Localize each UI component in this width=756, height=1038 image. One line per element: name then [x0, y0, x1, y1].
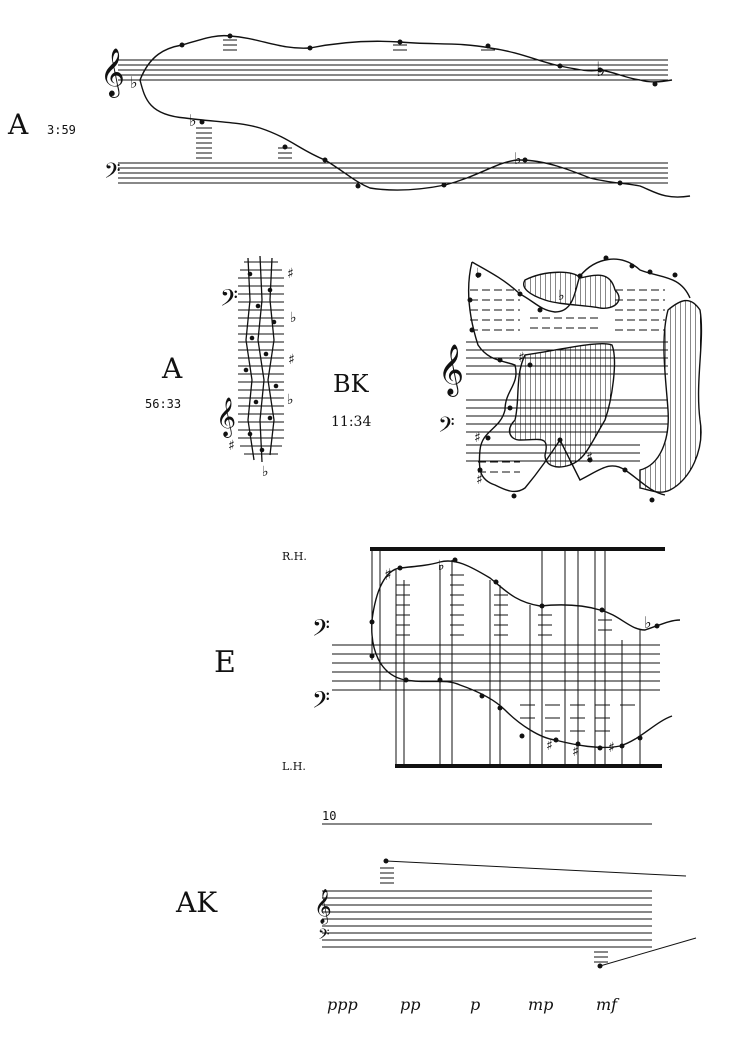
- melodic-line-lower: [139, 79, 691, 198]
- flat-icon: ♭: [438, 558, 445, 574]
- sharp-icon: ♯: [384, 565, 392, 584]
- dynamic-ppp: ppp: [327, 995, 358, 1014]
- sharp-icon: ♯: [608, 740, 615, 756]
- treble-clef-icon: 𝄞: [438, 344, 464, 397]
- sharp-icon: ♯: [228, 438, 235, 454]
- sharp-icon: ♯: [288, 352, 295, 368]
- section-label: BK: [333, 370, 370, 398]
- flat-icon: ♭: [558, 288, 565, 304]
- flat-icon: ♭: [290, 310, 297, 326]
- sharp-icon: ♯: [586, 450, 593, 466]
- flat-icon: ♭: [130, 73, 138, 92]
- sharp-icon: ♯: [474, 430, 481, 446]
- flat-icon: ♭: [189, 111, 197, 130]
- dynamic-mp: mp: [528, 995, 553, 1014]
- flat-icon: ♭: [596, 57, 605, 81]
- glissando-line: [599, 937, 697, 967]
- bass-clef-icon: 𝄢: [318, 926, 330, 947]
- grand-staff: [322, 890, 652, 948]
- treble-clef-icon: 𝄞: [216, 397, 236, 438]
- sharp-icon: ♯: [572, 744, 579, 760]
- section-e: E R.H. L.H.: [214, 547, 681, 773]
- section-label: A: [7, 108, 29, 141]
- dynamic-mf: mf: [596, 995, 620, 1014]
- sharp-icon: ♯: [476, 472, 483, 488]
- vertical-stems: [371, 549, 641, 766]
- section-label: AK: [175, 886, 218, 919]
- section-label: E: [214, 645, 236, 680]
- staff-lines: [332, 644, 660, 691]
- cluster-stems: [245, 255, 275, 463]
- note-heads: [467, 255, 678, 503]
- note-head: [597, 963, 603, 969]
- melodic-line-upper: [139, 34, 673, 83]
- left-hand-label: L.H.: [282, 760, 306, 773]
- section-ak: 10 AK 𝄞 𝄢: [175, 809, 697, 969]
- bass-clef-icon: 𝄢: [312, 686, 330, 719]
- flat-icon: ♭: [262, 464, 269, 480]
- bass-clef-icon: 𝄢: [104, 159, 121, 189]
- flat-icon: ♭: [514, 149, 522, 168]
- section-time: 11:34: [331, 414, 371, 430]
- section-a-2: A 56:33 𝄢 𝄞: [145, 255, 297, 480]
- sharp-icon: ♯: [546, 738, 553, 754]
- dynamic-pp: pp: [400, 995, 420, 1014]
- sharp-icon: ♯: [518, 350, 525, 366]
- flat-icon: ♭: [287, 392, 294, 408]
- glissando-line: [385, 860, 687, 877]
- bass-clef-icon: 𝄢: [312, 614, 330, 647]
- treble-clef-icon: 𝄞: [314, 889, 332, 925]
- section-bk: BK 11:34: [331, 255, 703, 503]
- ledger-lines: [470, 289, 665, 473]
- right-hand-label: R.H.: [282, 550, 307, 563]
- ledger-lines: [396, 574, 635, 732]
- note-head: [383, 858, 389, 864]
- hatched-region: [508, 342, 616, 468]
- treble-clef-icon: 𝄞: [100, 47, 125, 98]
- dynamic-p: p: [470, 995, 480, 1014]
- bass-staff: [118, 162, 668, 184]
- note-heads: [369, 557, 660, 751]
- sharp-icon: ♯: [287, 266, 294, 282]
- measure-marker: 10: [322, 809, 336, 823]
- section-time: 56:33: [145, 397, 181, 411]
- section-label: A: [161, 352, 183, 385]
- flat-icon: ♭: [476, 266, 483, 282]
- flat-icon: ♭: [644, 613, 652, 632]
- dynamics-row: ppp pp p mp mf: [327, 995, 620, 1014]
- hatched-region: [639, 299, 703, 493]
- note-heads: [179, 33, 658, 189]
- bass-clef-icon: 𝄢: [438, 413, 455, 443]
- ledger-lines: [196, 39, 495, 159]
- treble-staff: [118, 59, 668, 81]
- section-time: 3:59: [47, 123, 76, 137]
- note-heads: [243, 271, 279, 453]
- bass-clef-icon: 𝄢: [220, 284, 238, 317]
- section-a-1: A 3:59 𝄞 𝄢: [7, 33, 691, 198]
- ledger-lines: [380, 867, 608, 963]
